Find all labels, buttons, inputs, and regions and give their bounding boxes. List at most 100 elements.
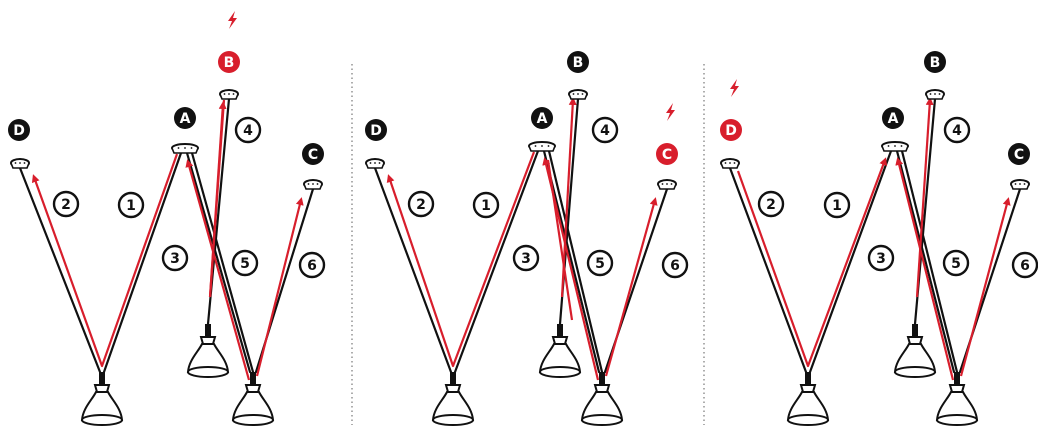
panel-3-segment-6-label: 6 bbox=[1011, 251, 1038, 279]
svg-text:A: A bbox=[888, 111, 899, 127]
panel-3-lightning-icon bbox=[730, 79, 739, 97]
panel-3-red-path-3 bbox=[895, 157, 955, 381]
panel-1-cord-3 bbox=[185, 151, 252, 374]
svg-text:4: 4 bbox=[952, 123, 962, 139]
svg-text:1: 1 bbox=[832, 198, 842, 214]
panel-3-red-path-4 bbox=[959, 197, 1011, 377]
svg-text:C: C bbox=[662, 147, 672, 163]
panel-3-cord-1 bbox=[808, 149, 893, 374]
svg-text:D: D bbox=[370, 123, 382, 139]
panel-2-cord-1 bbox=[453, 149, 540, 374]
panel-3-red-path-1 bbox=[736, 157, 887, 368]
panel-2-red-path-4 bbox=[604, 197, 658, 377]
panel-3-segment-4-label: 4 bbox=[943, 116, 971, 144]
panel-2-segment-1-label: 1 bbox=[472, 191, 500, 219]
panel-3-cord-3 bbox=[895, 149, 956, 374]
panel-3-segment-3-label: 3 bbox=[867, 244, 895, 272]
panel-1-lamp-1 bbox=[80, 372, 124, 426]
panel-1-ceiling-rose-a bbox=[171, 143, 199, 154]
panel-2-lamp-1 bbox=[431, 372, 475, 426]
panel-2-lamp-2 bbox=[538, 324, 582, 378]
panel-3-lamp-2 bbox=[893, 324, 937, 378]
panel-1-cord-5 bbox=[190, 151, 255, 374]
svg-text:6: 6 bbox=[1020, 258, 1030, 274]
panel-2-segment-5-label: 5 bbox=[586, 249, 614, 277]
svg-text:C: C bbox=[1014, 147, 1024, 163]
panel-2-segment-2-label: 2 bbox=[407, 190, 435, 218]
panel-1-red-path-1 bbox=[31, 153, 179, 368]
panel-2-cord-2 bbox=[373, 166, 453, 374]
panel-3-lamp-1 bbox=[786, 372, 830, 426]
panel-2-lamp-3 bbox=[580, 372, 624, 426]
panel-1-red-path-3 bbox=[185, 159, 251, 381]
panel-1-cord-2 bbox=[18, 166, 102, 374]
panel-1-segment-2-label: 2 bbox=[52, 190, 80, 218]
svg-text:B: B bbox=[224, 55, 235, 71]
panel-3-point-d-label: D bbox=[720, 119, 742, 141]
svg-text:B: B bbox=[930, 55, 941, 71]
panel-3-lamp-3 bbox=[935, 372, 979, 426]
panel-2-point-d-label: D bbox=[365, 119, 387, 141]
svg-text:6: 6 bbox=[307, 258, 317, 274]
svg-text:A: A bbox=[537, 111, 548, 127]
panel-3-point-a-label: A bbox=[882, 107, 904, 129]
panel-2-ceiling-rose-a bbox=[528, 141, 556, 152]
panel-3-ceiling-rose-b bbox=[925, 89, 945, 100]
panel-1-segment-1-label: 1 bbox=[117, 191, 145, 219]
panel-3-segment-5-label: 5 bbox=[942, 249, 970, 277]
panel-1-ceiling-rose-d bbox=[10, 158, 30, 169]
panel-3-point-c-label: C bbox=[1008, 143, 1030, 165]
svg-text:2: 2 bbox=[416, 197, 426, 213]
panel-1-segment-4-label: 4 bbox=[234, 116, 262, 144]
panel-1-red-path-2b bbox=[208, 101, 227, 298]
panel-2-segment-3-label: 3 bbox=[512, 244, 540, 272]
svg-text:3: 3 bbox=[876, 251, 886, 267]
svg-text:B: B bbox=[573, 55, 584, 71]
panel-2-red-path-1 bbox=[386, 151, 536, 368]
panel-2-point-c-label: C bbox=[656, 143, 678, 165]
svg-text:A: A bbox=[180, 111, 191, 127]
panel-1-cord-1 bbox=[102, 151, 183, 374]
panel-1-lamp-3 bbox=[231, 372, 275, 426]
panel-1-segment-3-label: 3 bbox=[161, 244, 189, 272]
panel-2-lightning-icon bbox=[666, 103, 675, 121]
panel-2-segment-6-label: 6 bbox=[661, 251, 689, 279]
svg-text:3: 3 bbox=[521, 251, 531, 267]
panel-2-point-a-label: A bbox=[531, 107, 553, 129]
svg-text:5: 5 bbox=[951, 256, 961, 272]
panel-1-ceiling-rose-c bbox=[303, 179, 323, 190]
svg-text:5: 5 bbox=[595, 256, 605, 272]
svg-text:D: D bbox=[13, 123, 25, 139]
panel-2-segment-4-label: 4 bbox=[591, 116, 619, 144]
panel-2-ceiling-rose-b bbox=[568, 89, 588, 100]
svg-text:D: D bbox=[725, 123, 737, 139]
panel-1-red-path-4 bbox=[255, 197, 304, 377]
svg-text:6: 6 bbox=[670, 258, 680, 274]
svg-text:3: 3 bbox=[170, 251, 180, 267]
panel-1-ceiling-rose-b bbox=[219, 89, 239, 100]
panel-3-red-path-2 bbox=[915, 97, 934, 298]
panel-3-cord-5 bbox=[900, 149, 959, 374]
panel-1-point-c-label: C bbox=[302, 143, 324, 165]
panel-3-ceiling-rose-a bbox=[881, 141, 909, 152]
panel-1-lamp-2 bbox=[186, 324, 230, 378]
panel-2-cord-5 bbox=[547, 149, 604, 374]
panel-3-segment-2-label: 2 bbox=[757, 190, 785, 218]
panel-1-segment-5-label: 5 bbox=[231, 249, 259, 277]
panel-3-ceiling-rose-c bbox=[1010, 179, 1030, 190]
svg-text:C: C bbox=[308, 147, 318, 163]
panel-3-ceiling-rose-d bbox=[720, 158, 740, 169]
panel-1-segment-6-label: 6 bbox=[298, 251, 326, 279]
panel-1-point-b-label: B bbox=[218, 51, 240, 73]
panel-2-ceiling-rose-d bbox=[365, 158, 385, 169]
panel-2-ceiling-rose-c bbox=[657, 179, 677, 190]
svg-text:2: 2 bbox=[61, 197, 71, 213]
svg-text:5: 5 bbox=[240, 256, 250, 272]
svg-text:1: 1 bbox=[481, 198, 491, 214]
svg-text:4: 4 bbox=[243, 123, 253, 139]
svg-text:4: 4 bbox=[600, 123, 610, 139]
panel-3-point-b-label: B bbox=[924, 51, 946, 73]
panel-3-cord-2 bbox=[728, 166, 808, 374]
